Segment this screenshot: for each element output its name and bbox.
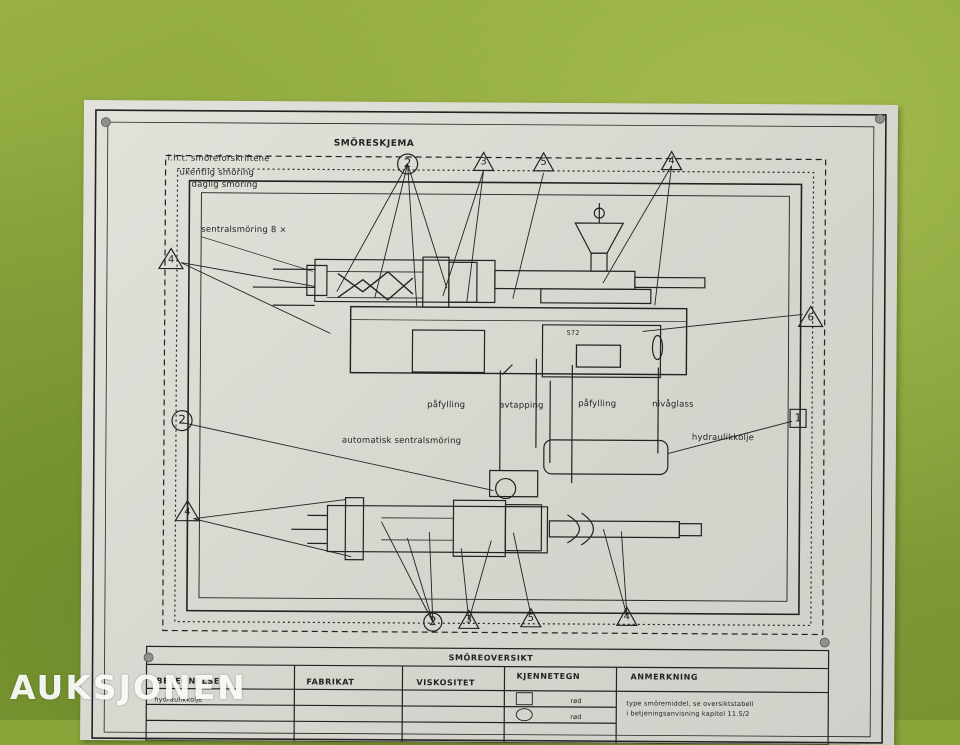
- legend-line-daily: daglig smöring: [191, 180, 257, 190]
- marker-6-right: 6: [803, 312, 819, 323]
- marker-2-top: 2: [400, 156, 416, 170]
- marker-4-top: 4: [664, 156, 680, 167]
- legend-line-central: sentralsmöring 8 ×: [201, 225, 287, 236]
- label-filling-oil: påfylling: [427, 400, 465, 410]
- marker-2-bottom: 2: [425, 614, 441, 628]
- lubrication-diagram: [80, 100, 898, 745]
- marker-3-bottom: 3: [461, 614, 477, 625]
- legend-line-weekly: ukentlig smöring: [180, 168, 255, 178]
- legend-line-regulations: i.h.t. smöreforskriftene: [168, 154, 270, 165]
- marker-4-bottom: 4: [619, 611, 635, 622]
- diagram-title: SMÖRESKJEMA: [334, 139, 415, 149]
- auksjonen-watermark: AUKSJONEN: [10, 668, 247, 707]
- label-drain: avtapping: [499, 401, 544, 411]
- marker-1-right: 1: [790, 411, 806, 424]
- table-title: SMÖREOVERSIKT: [449, 653, 534, 663]
- marker-5-bottom: 5: [523, 613, 539, 624]
- table-header-manufacturer: FABRIKAT: [306, 677, 354, 686]
- label-tank-mark: 572: [567, 329, 580, 337]
- table-header-remarks: ANMERKNING: [630, 672, 698, 681]
- lubrication-plate: SMÖRESKJEMA i.h.t. smöreforskriftene uke…: [80, 100, 898, 745]
- marker-3-top: 3: [476, 156, 492, 167]
- label-automatic-lubrication: automatisk sentralsmöring: [342, 436, 461, 447]
- label-filling-hydraulic: påfylling: [578, 399, 616, 409]
- label-level-glass: nivåglass: [652, 399, 694, 409]
- marker-2-left: 2: [174, 413, 190, 427]
- table-header-marking: KJENNETEGN: [516, 672, 580, 681]
- table-cell-marking-red-1: rød: [570, 697, 581, 705]
- table-note-line-1: type smöremiddel, se oversiktstabell: [626, 699, 753, 708]
- marker-4-left-lower: 4: [179, 507, 195, 518]
- marker-5-top: 5: [536, 157, 552, 168]
- label-hydraulic-oil: hydraulikkolje: [692, 433, 754, 443]
- table-header-viscosity: VISKOSITET: [416, 678, 475, 687]
- marker-4-left-upper: 4: [163, 254, 179, 265]
- table-note-line-2: i betjeningsanvisning kapitel 11.5/2: [626, 709, 749, 718]
